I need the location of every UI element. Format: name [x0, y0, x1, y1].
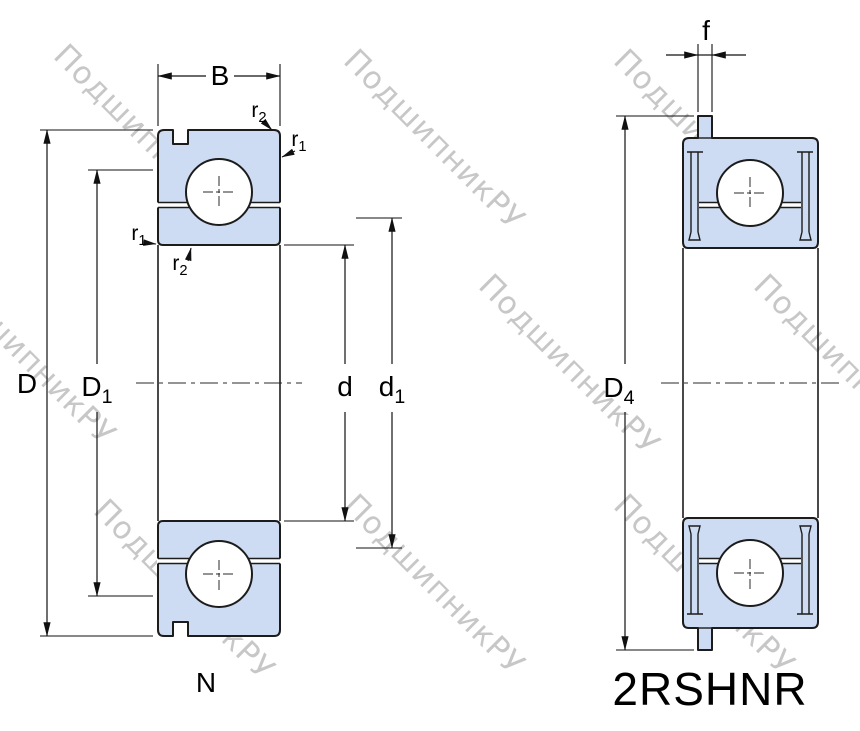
- seal-right: [797, 151, 813, 241]
- dim-label-f: f: [702, 15, 710, 46]
- watermark-text: ПодшипникРУ: [336, 487, 531, 682]
- left-top-section: [157, 129, 281, 246]
- dim-label-D: D: [17, 368, 37, 399]
- radius-callouts: r2 r1 r1 r2: [131, 99, 306, 279]
- dim-label-r2-top: r2: [251, 99, 266, 126]
- dim-B: B: [157, 60, 281, 126]
- dim-D: D: [17, 129, 153, 637]
- dim-D1: D1: [81, 169, 153, 597]
- watermark-text: ПодшипникРУ: [471, 267, 666, 462]
- dim-label-r1-side: r1: [131, 222, 146, 249]
- dim-d: d: [284, 244, 354, 522]
- left-view: B D D1 d: [17, 60, 405, 698]
- dim-label-r2-side: r2: [172, 252, 187, 279]
- left-bottom-section: [156, 520, 282, 637]
- dim-label-d1: d1: [379, 371, 405, 408]
- watermark-text: ПодшипникРУ: [746, 267, 860, 462]
- right-view: f D4 2RSHNR: [603, 15, 840, 715]
- dim-f: f: [666, 15, 746, 112]
- dim-d1: d1: [356, 217, 405, 549]
- right-top-section: [682, 115, 819, 249]
- dim-label-d: d: [337, 371, 353, 402]
- dim-D4: D4: [603, 115, 694, 651]
- suffix-label-N: N: [196, 667, 216, 698]
- watermark-text: ПодшипникРУ: [0, 257, 123, 452]
- watermark-text: ПодшипникРУ: [336, 42, 531, 237]
- dim-label-D1: D1: [81, 371, 112, 408]
- seal-left: [687, 151, 703, 241]
- dim-label-D4: D4: [603, 372, 634, 409]
- designation-label: 2RSHNR: [612, 663, 807, 715]
- dim-label-r1-top: r1: [291, 128, 306, 155]
- dim-label-B: B: [211, 60, 230, 91]
